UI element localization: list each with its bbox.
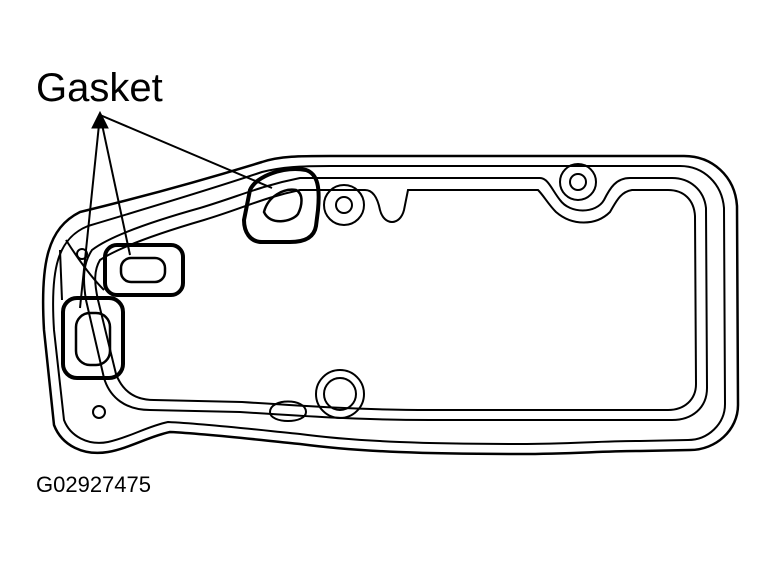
bottom-notch <box>268 400 308 422</box>
housing-outer-outline <box>41 154 740 456</box>
seal-groove-outer <box>83 177 709 421</box>
leader-line-middle-gasket <box>99 114 131 256</box>
left-rib-2 <box>59 249 63 301</box>
small-hole-left <box>76 248 88 260</box>
gasket-top-opening <box>262 188 303 223</box>
gasket-lower-opening <box>74 311 112 367</box>
leader-line-lower-gasket <box>79 114 101 309</box>
bolt-hole-boss-top-left <box>323 184 365 226</box>
gasket-top <box>241 167 321 244</box>
bolt-hole-bottom <box>323 377 357 411</box>
figure-code: G02927475 <box>36 472 151 497</box>
leader-arrowhead <box>91 110 109 129</box>
gasket-callout-label: Gasket <box>36 66 163 110</box>
seal-groove-inner <box>94 189 698 411</box>
bolt-hole-top-right <box>569 173 587 191</box>
gasket-middle <box>103 243 185 297</box>
gasket-lower <box>61 296 125 380</box>
gasket-middle-opening <box>119 256 167 284</box>
left-rib <box>65 239 105 291</box>
bolt-hole-boss-bottom <box>315 369 365 419</box>
bolt-hole-top-left <box>335 196 353 214</box>
bolt-hole-boss-top-right <box>559 163 597 201</box>
small-hole-bottom-left <box>92 405 106 419</box>
housing-inner-outline <box>52 165 727 446</box>
leader-line-top-gasket <box>99 114 273 189</box>
